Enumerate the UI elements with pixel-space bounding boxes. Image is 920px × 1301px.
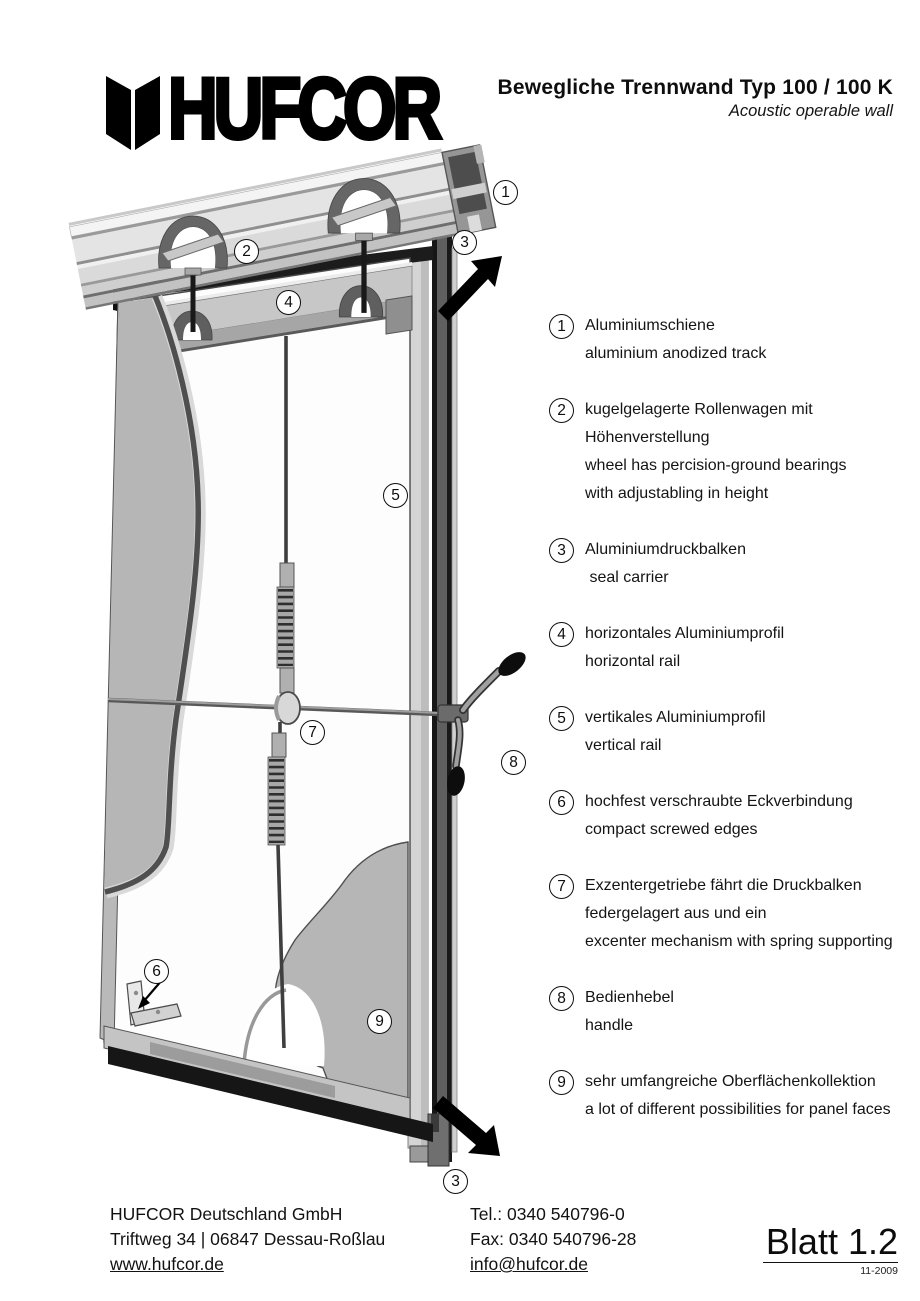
- spring-upper: [276, 586, 295, 669]
- corner-bracket: [126, 980, 182, 1027]
- footer-email-link[interactable]: info@hufcor.de: [470, 1254, 588, 1274]
- legend-number: 7: [549, 874, 574, 899]
- legend-line: kugelgelagerte Rollenwagen mit: [585, 401, 813, 418]
- handle-grip-upper: [498, 652, 526, 676]
- excenter-rod-assembly: [267, 336, 301, 1049]
- vertical-edge-profiles: [407, 226, 458, 1167]
- legend-number: 9: [549, 1070, 574, 1095]
- legend-line: Höhenverstellung: [585, 429, 710, 446]
- legend-item-vertical-rail: 5 vertikales Aluminiumprofil vertical ra…: [549, 704, 907, 760]
- legend-number: 8: [549, 986, 574, 1011]
- legend-line: Exzentergetriebe fährt die Druckbalken: [585, 877, 862, 894]
- legend-item-seal-carrier: 3 Aluminiumdruckbalken seal carrier: [549, 536, 907, 592]
- arch-cutout-edge: [242, 988, 287, 1065]
- hufcor-logo: HUFCOR: [106, 64, 447, 154]
- roller-carriage-left: [158, 215, 228, 332]
- callout-6-corner: 6: [144, 959, 169, 984]
- legend-line: a lot of different possibilities for pan…: [585, 1101, 891, 1118]
- legend-item-track: 1 Aluminiumschiene aluminium anodized tr…: [549, 312, 907, 368]
- seal-direction-arrow-bottom: [433, 1096, 500, 1156]
- legend-line: vertical rail: [585, 737, 662, 754]
- legend-line: horizontales Aluminiumprofil: [585, 625, 785, 642]
- legend-line: compact screwed edges: [585, 821, 758, 838]
- legend-line: horizontal rail: [585, 653, 681, 670]
- legend-line: Aluminiumschiene: [585, 317, 715, 334]
- legend-item-corner: 6 hochfest verschraubte Eckverbindung co…: [549, 788, 907, 844]
- sheet-number: Blatt 1.2: [765, 1221, 898, 1262]
- arch-cutout: [238, 984, 325, 1066]
- legend-number: 4: [549, 622, 574, 647]
- roller-carriage-right: [327, 178, 401, 313]
- track-end-section: [441, 144, 497, 236]
- footer-company: HUFCOR Deutschland GmbH: [110, 1204, 343, 1224]
- footer-contact-block: Tel.: 0340 540796-0 Fax: 0340 540796-28 …: [470, 1202, 636, 1277]
- callout-9-panel-face: 9: [367, 1009, 392, 1034]
- legend-number: 3: [549, 538, 574, 563]
- footer-fax: Fax: 0340 540796-28: [470, 1229, 637, 1249]
- callout-2-roller: 2: [234, 239, 259, 264]
- legend-number: 1: [549, 314, 574, 339]
- callout-4-horizontal-rail: 4: [276, 290, 301, 315]
- callout-3-top-seal: 3: [452, 230, 477, 255]
- callout-8-handle: 8: [501, 750, 526, 775]
- legend-line: wheel has percision-ground bearings: [585, 457, 847, 474]
- callout-7-excenter: 7: [300, 720, 325, 745]
- document-subtitle: Acoustic operable wall: [728, 102, 893, 120]
- callout-3-bottom-seal: 3: [443, 1169, 468, 1194]
- callout-5-vertical-rail: 5: [383, 483, 408, 508]
- legend-item-handle: 8 Bedienhebel handle: [549, 984, 907, 1040]
- legend-line: handle: [585, 1017, 634, 1034]
- footer-company-block: HUFCOR Deutschland GmbH Triftweg 34 | 06…: [110, 1202, 385, 1277]
- legend-line: excenter mechanism with spring supportin…: [585, 933, 893, 950]
- hufcor-logo-text: HUFCOR: [168, 64, 441, 154]
- document-title-block: Bewegliche Trennwand Typ 100 / 100 K Aco…: [498, 76, 893, 122]
- seal-direction-arrow-top: [438, 256, 502, 321]
- legend-line: Aluminiumdruckbalken: [585, 541, 746, 558]
- legend-item-excenter: 7 Exzentergetriebe fährt die Druckbalken…: [549, 872, 907, 956]
- sheet-number-rule: [763, 1262, 898, 1263]
- legend-line: vertikales Aluminiumprofil: [585, 709, 766, 726]
- legend-line: sehr umfangreiche Oberflächenkollektion: [585, 1073, 876, 1090]
- footer-tel: Tel.: 0340 540796-0: [470, 1204, 625, 1224]
- legend-number: 2: [549, 398, 574, 423]
- document-title: Bewegliche Trennwand Typ 100 / 100 K: [497, 76, 893, 99]
- footer-address: Triftweg 34 | 06847 Dessau-Roßlau: [110, 1229, 386, 1249]
- legend-line: with adjustabling in height: [585, 485, 769, 502]
- legend-item-roller: 2 kugelgelagerte Rollenwagen mit Höhenve…: [549, 396, 907, 508]
- legend: 1 Aluminiumschiene aluminium anodized tr…: [549, 312, 907, 1152]
- operating-handle: [437, 652, 526, 796]
- legend-line: federgelagert aus und ein: [585, 905, 767, 922]
- legend-number: 6: [549, 790, 574, 815]
- bottom-seal-carrier: [108, 1046, 433, 1142]
- edition-date: 11-2009: [860, 1265, 898, 1277]
- legend-line: Bedienhebel: [585, 989, 674, 1006]
- legend-item-panel-faces: 9 sehr umfangreiche Oberflächenkollektio…: [549, 1068, 907, 1124]
- legend-item-horizontal-rail: 4 horizontales Aluminiumprofil horizonta…: [549, 620, 907, 676]
- handle-grip-lower: [447, 766, 465, 796]
- horizontal-drive-rod: [107, 697, 441, 717]
- upper-skin-cut-edge-line: [104, 294, 201, 895]
- callout-1-track: 1: [493, 180, 518, 205]
- footer-website-link[interactable]: www.hufcor.de: [110, 1254, 224, 1274]
- legend-line: aluminium anodized track: [585, 345, 767, 362]
- hufcor-logo-icon: [106, 76, 160, 150]
- legend-number: 5: [549, 706, 574, 731]
- upper-skin-cutaway: [104, 297, 201, 894]
- legend-line: seal carrier: [585, 569, 669, 586]
- legend-line: hochfest verschraubte Eckverbindung: [585, 793, 853, 810]
